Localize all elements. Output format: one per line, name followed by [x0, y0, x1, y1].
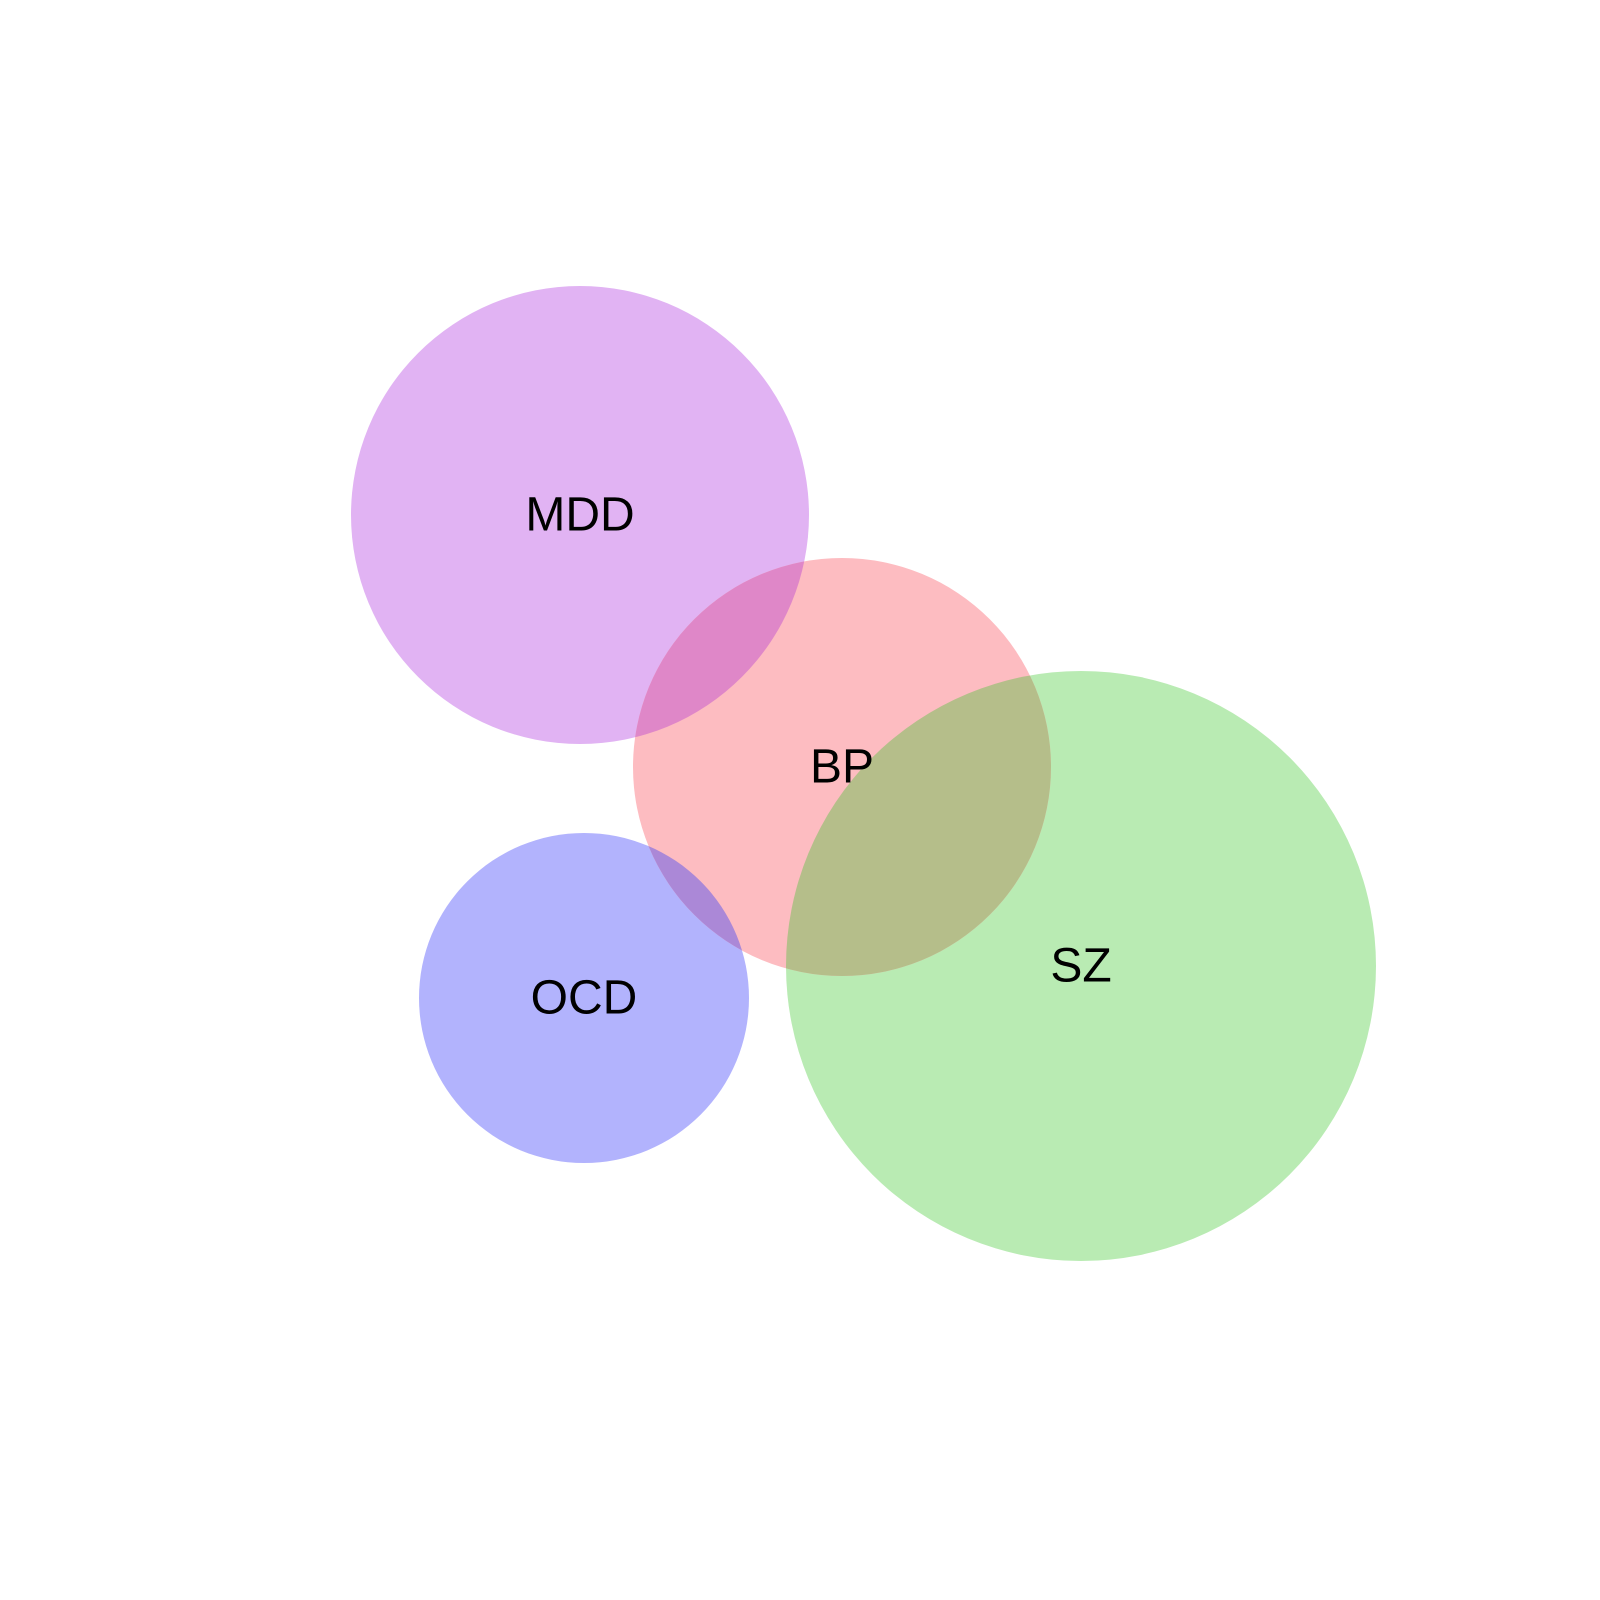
- set-label-sz: SZ: [1050, 940, 1111, 993]
- overlap-mdd-bp: [633, 558, 809, 744]
- set-label-ocd: OCD: [531, 972, 638, 1025]
- set-circle-ocd: [419, 833, 749, 1163]
- set-label-mdd: MDD: [525, 489, 634, 542]
- set-label-bp: BP: [810, 741, 874, 794]
- overlap-bp-sz: [786, 671, 1051, 976]
